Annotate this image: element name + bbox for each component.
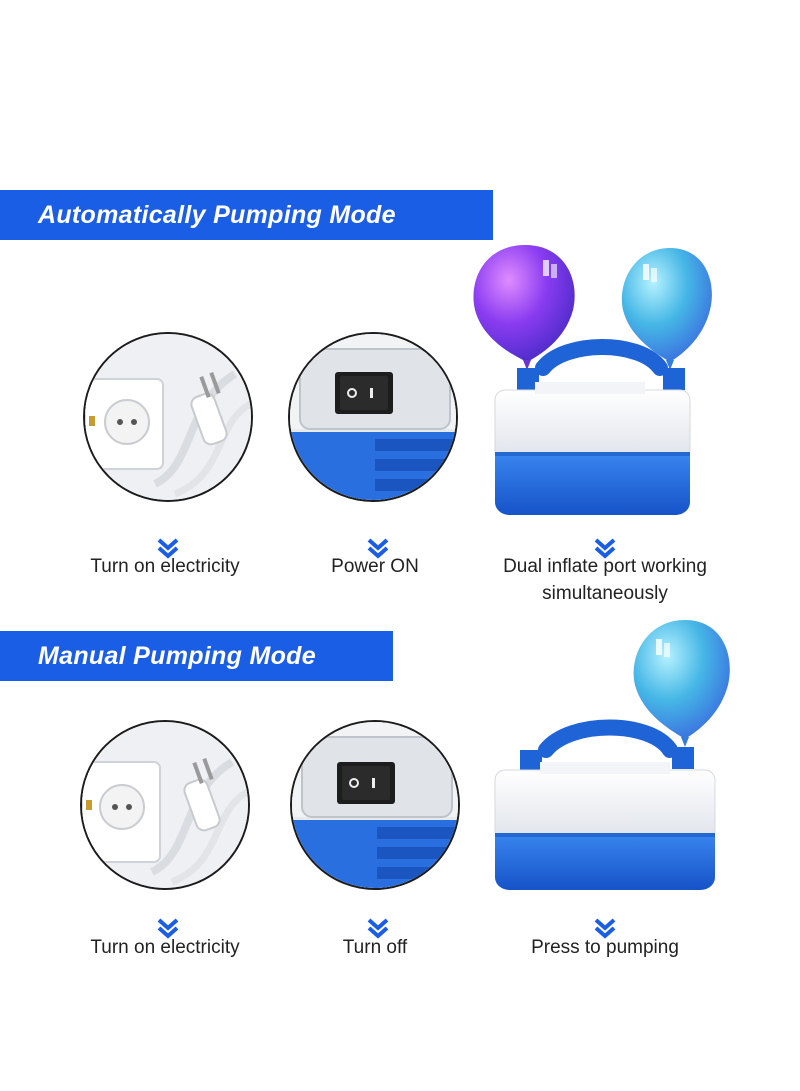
double-chevron-down-icon: [590, 914, 620, 944]
double-chevron-down-icon: [590, 534, 620, 564]
balloon-icon: [621, 248, 712, 370]
power-strip-icon: [82, 722, 248, 888]
step-label-turn-off: Turn off: [342, 937, 408, 958]
manual-mode-banner: Manual Pumping Mode: [0, 631, 393, 681]
power-strip-icon: [85, 334, 251, 500]
double-chevron-down-icon: [153, 534, 183, 564]
power-strip-image: [80, 720, 250, 890]
double-chevron-down-icon: [363, 914, 393, 944]
automatic-mode-banner: Automatically Pumping Mode: [0, 190, 493, 240]
balloon-icon: [473, 245, 575, 370]
power-strip-image: [83, 332, 253, 502]
automatic-mode-title: Automatically Pumping Mode: [38, 200, 396, 229]
power-switch-image: [290, 720, 460, 890]
step-label-press-to-pumping: Press to pumping: [531, 937, 679, 958]
step-label-dual-inflate-line1: Dual inflate port working: [503, 556, 707, 577]
double-chevron-down-icon: [363, 534, 393, 564]
power-switch-image: [288, 332, 458, 502]
double-chevron-down-icon: [153, 914, 183, 944]
step-label-turn-on-electricity: Turn on electricity: [90, 937, 240, 958]
balloon-pump-icon: [494, 620, 730, 890]
rocker-switch-icon: [290, 334, 456, 500]
rocker-switch-icon: [292, 722, 458, 888]
balloon-pump-icon: [473, 245, 712, 515]
step-label-power-on: Power ON: [331, 556, 419, 577]
manual-mode-title: Manual Pumping Mode: [38, 641, 316, 670]
step-label-dual-inflate: Dual inflate port working simultaneously: [470, 553, 740, 607]
step-label-dual-inflate-line2: simultaneously: [542, 583, 668, 604]
balloon-icon: [633, 620, 730, 747]
step-label-turn-on-electricity: Turn on electricity: [90, 556, 240, 577]
